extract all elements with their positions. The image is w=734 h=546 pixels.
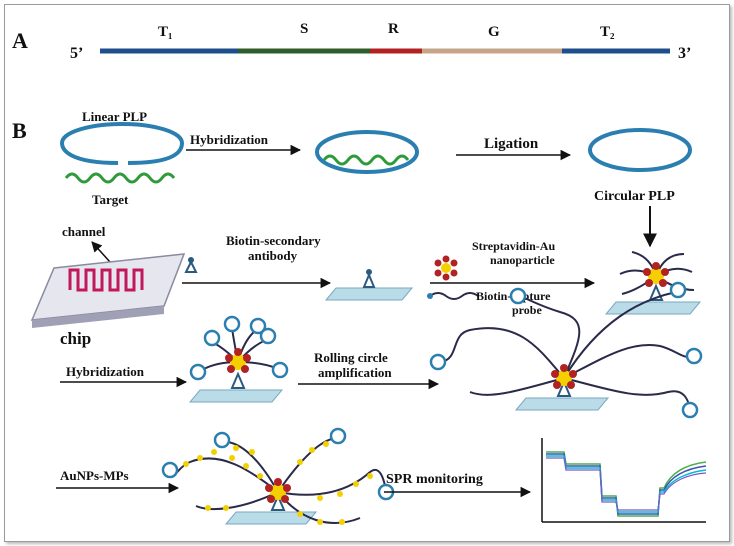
segment-r-label: R <box>388 21 399 37</box>
target-label: Target <box>92 192 129 207</box>
channel-label: channel <box>62 224 106 239</box>
sensor-surface-2 <box>324 269 414 301</box>
complex-with-probes <box>604 251 702 315</box>
aunp-decorated-product <box>161 427 395 525</box>
rca-product <box>429 281 703 419</box>
segment-t1-label: T₁ <box>158 24 173 40</box>
segment-s-label: S <box>300 21 308 37</box>
aunps-label: AuNPs-MPs <box>60 468 129 483</box>
spr-label: SPR monitoring <box>386 472 483 487</box>
target-strand <box>64 172 176 184</box>
channel-arrow <box>91 241 111 263</box>
panel-a-label: A <box>12 28 28 53</box>
capture-probe-strand <box>429 292 479 300</box>
spr-sensorgram <box>541 438 707 523</box>
panel-b-label: B <box>12 118 27 143</box>
biotin-secondary-label-line1: Biotin-secondary <box>226 233 321 248</box>
streptavidin-label-line2: nanoparticle <box>490 253 555 267</box>
hybridization-label-1: Hybridization <box>190 132 269 147</box>
biotin-secondary-label-line2: antibody <box>248 248 298 263</box>
chip-icon <box>30 253 186 328</box>
three-prime-label: 3’ <box>678 45 691 62</box>
biotin-capture-label-line2: probe <box>512 303 542 317</box>
linear-plp-label: Linear PLP <box>82 109 147 124</box>
streptavidin-label-line1: Streptavidin-Au <box>472 239 555 253</box>
five-prime-label: 5’ <box>70 45 83 62</box>
segment-t2-label: T₂ <box>600 24 615 40</box>
complex-with-circles <box>188 315 289 403</box>
rca-label-line2: amplification <box>318 365 392 380</box>
linear-plp-shape <box>59 121 185 165</box>
ligation-label: Ligation <box>484 136 539 152</box>
antibody-icon-small <box>184 257 198 273</box>
chip-label: chip <box>60 329 91 348</box>
capture-probe-biotin <box>427 293 433 299</box>
hybridization-label-2: Hybridization <box>66 364 145 379</box>
rca-label-line1: Rolling circle <box>314 350 388 365</box>
circular-plp-label: Circular PLP <box>594 189 675 204</box>
hybridized-plp <box>315 130 419 174</box>
hybridized-target <box>322 154 410 166</box>
circular-plp-shape <box>588 128 692 172</box>
segment-g-label: G <box>488 24 500 40</box>
streptavidin-icon <box>434 255 458 281</box>
